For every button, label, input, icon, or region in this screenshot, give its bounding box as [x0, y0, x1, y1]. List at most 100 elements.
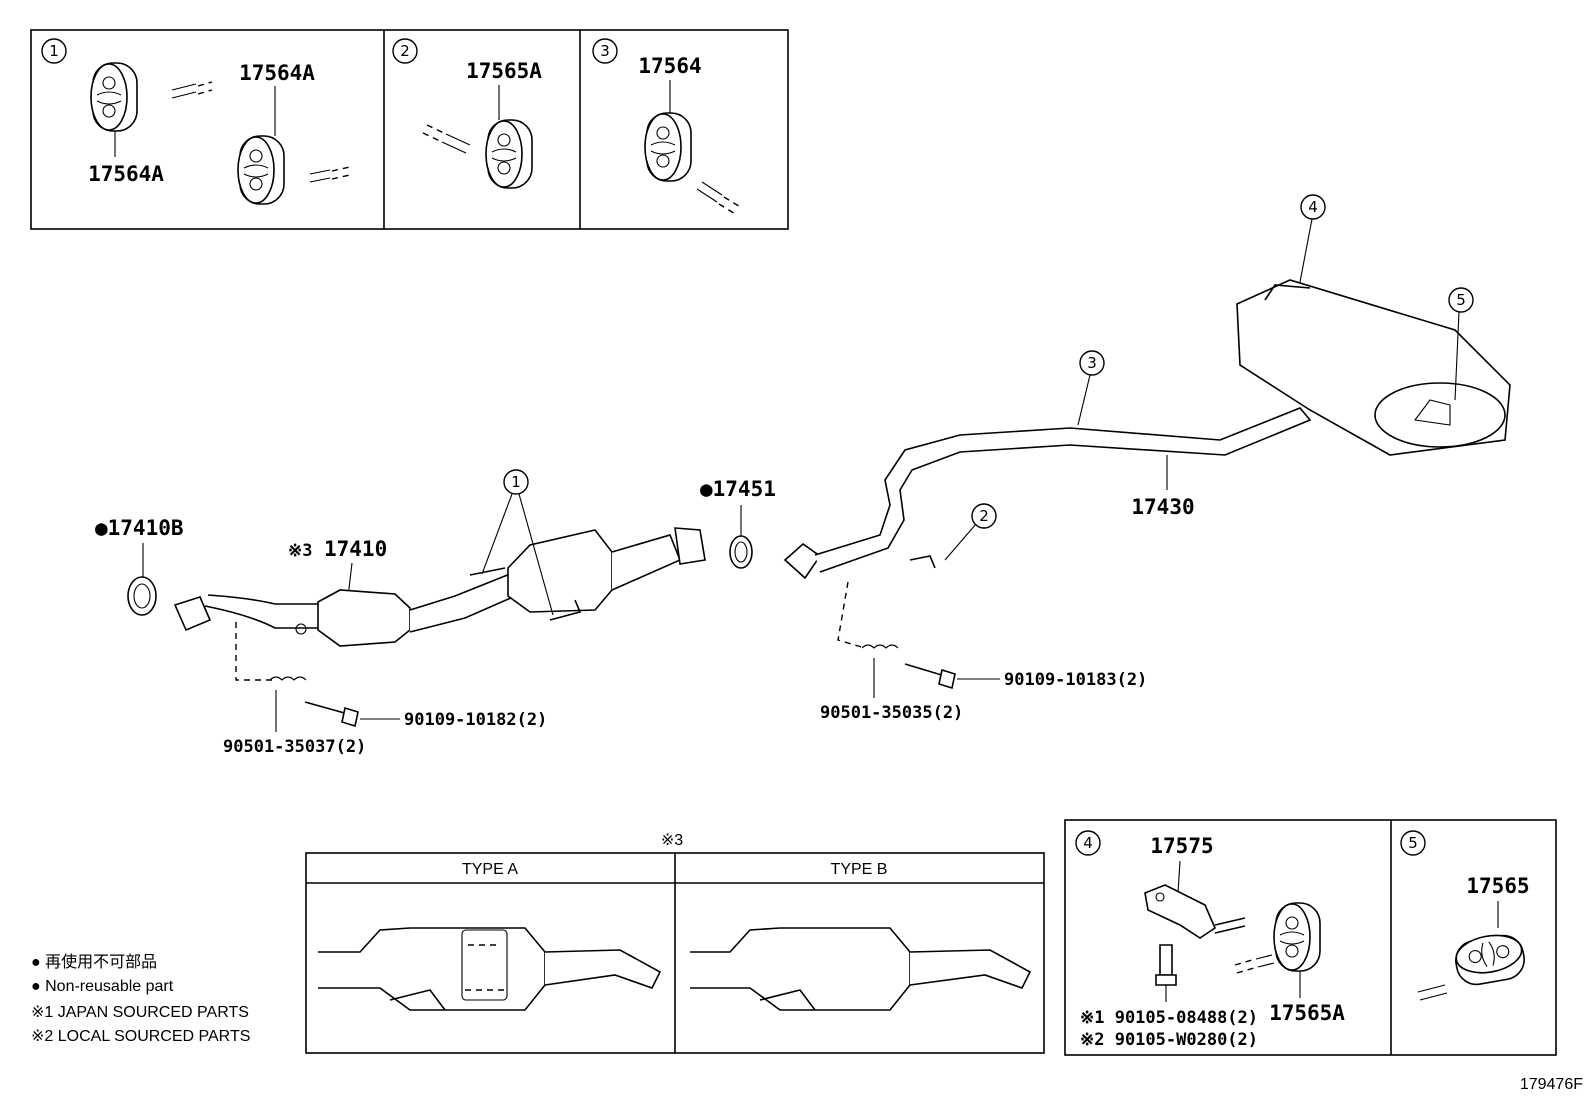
- sensor-port: [295, 623, 307, 635]
- callout-2-main-text: 2: [979, 507, 989, 525]
- pin-1a: [171, 83, 197, 99]
- leader-callout-3: [1077, 374, 1091, 426]
- bolt-front-head: [341, 706, 359, 728]
- pin-3-hidden: [718, 196, 743, 216]
- gasket-17410B: [127, 576, 157, 616]
- main-assembly: ●17410B ※3 17410 1 90501-35037(2) 90109-…: [95, 194, 1511, 757]
- flange-outlet: [674, 527, 706, 565]
- label-bolt-front: 90109-10182(2): [404, 710, 547, 730]
- bolt-rear: [904, 663, 946, 677]
- bottom-panel-group: 4 17575 17565A ※1 90105-08488(2) ※2 9010…: [1064, 819, 1557, 1056]
- bolt-rear-head: [938, 668, 956, 690]
- callout-3-panel-text: 3: [600, 42, 610, 60]
- bottom-panel-border: [1064, 819, 1557, 1056]
- pin-2: [441, 133, 471, 154]
- pin-1b-hidden: [331, 166, 351, 180]
- leader-callout-2: [944, 523, 977, 561]
- muffler-hanger: [1264, 284, 1311, 301]
- panel-4: 4 17575 17565A ※1 90105-08488(2) ※2 9010…: [1075, 830, 1345, 1050]
- type-table-mark: ※3: [661, 832, 683, 849]
- label-17564A-lower: 17564A: [88, 162, 164, 186]
- label-bolt-local: ※2 90105-W0280(2): [1080, 1030, 1258, 1050]
- insulator-17565: [1451, 929, 1529, 989]
- bolt-bracket-head: [1155, 974, 1177, 986]
- label-bolt-rear: 90109-10183(2): [1004, 670, 1147, 690]
- pin-5: [1417, 984, 1448, 1001]
- flange-rear: [783, 542, 822, 580]
- callout-5-main-text: 5: [1456, 291, 1466, 309]
- label-17410: 17410: [324, 537, 387, 561]
- callout-4-panel-text: 4: [1083, 834, 1093, 852]
- label-17451: ●17451: [700, 477, 776, 501]
- legend-line-3: ※1 JAPAN SOURCED PARTS: [31, 1004, 249, 1021]
- bolt-rear-guide: [837, 581, 866, 649]
- type-b-drawing: [690, 927, 1032, 1011]
- type-table: ※3 TYPE A TYPE B: [305, 832, 1045, 1054]
- label-17565A-bottom: 17565A: [1269, 1001, 1345, 1025]
- insulator-17565A-bottom: [1273, 902, 1321, 972]
- insulator-17564: [644, 112, 692, 182]
- legend-line-4: ※2 LOCAL SOURCED PARTS: [31, 1028, 250, 1045]
- converter-front: [317, 589, 411, 647]
- top-panel-group: 1 17564A 17564A 2 17565A 3: [30, 29, 789, 230]
- bolt-bracket: [1159, 944, 1173, 976]
- converter-rear: [507, 529, 613, 613]
- panel-1: 1 17564A 17564A: [41, 38, 351, 205]
- pin-2-hidden: [422, 124, 445, 142]
- panel-3: 3 17564: [592, 38, 743, 216]
- pin-4: [1255, 954, 1275, 968]
- legend-line-2: ● Non-reusable part: [31, 978, 174, 995]
- pin-1a-hidden: [197, 81, 213, 95]
- insulator-17565A-top: [485, 119, 533, 189]
- tailpipe-17430: [814, 407, 1312, 573]
- flange-front: [173, 596, 212, 632]
- bracket-pin: [1214, 917, 1246, 934]
- pipe-outlet: [611, 534, 682, 591]
- bracket-hole: [1155, 892, 1165, 902]
- pipe-mid-section: [409, 572, 522, 633]
- callout-1-panel-text: 1: [49, 42, 59, 60]
- type-b-header: TYPE B: [831, 861, 888, 878]
- bolt-front: [304, 701, 349, 715]
- pipe-front-section: [204, 594, 321, 629]
- callout-1-main-text: 1: [511, 473, 521, 491]
- label-spring-front: 90501-35037(2): [223, 737, 366, 757]
- gasket-17451: [729, 535, 753, 569]
- callout-3-main-text: 3: [1087, 354, 1097, 372]
- spring-rear: [861, 644, 899, 649]
- leader-17575: [1177, 860, 1181, 894]
- callout-2-panel-text: 2: [400, 42, 410, 60]
- callout-5-panel-text: 5: [1408, 834, 1418, 852]
- bracket-17575: [1144, 884, 1217, 939]
- label-17410B: ●17410B: [95, 516, 184, 540]
- label-17564A-upper: 17564A: [239, 61, 315, 85]
- leader-callout-4: [1299, 218, 1313, 283]
- label-spring-rear: 90501-35035(2): [820, 703, 963, 723]
- legend-line-1: ● 再使用不可部品: [31, 953, 157, 971]
- leader-callout-1b: [518, 493, 554, 616]
- hanger-rod-tailpipe: [909, 555, 936, 569]
- label-17565: 17565: [1466, 874, 1529, 898]
- type-a-header: TYPE A: [462, 861, 518, 878]
- muffler-tail: [1374, 382, 1506, 448]
- label-17564: 17564: [638, 54, 701, 78]
- insulator-17564A-upper: [90, 62, 138, 132]
- gasket-17451-inner: [734, 541, 748, 563]
- hanger-rod-rear: [549, 599, 582, 621]
- type-a-drawing: [318, 927, 662, 1011]
- label-17575: 17575: [1150, 834, 1213, 858]
- leader-callout-5: [1454, 311, 1460, 401]
- panel-5: 5 17565: [1400, 830, 1530, 1001]
- panel-2: 2 17565A: [392, 38, 542, 189]
- callout-4-main-text: 4: [1308, 198, 1318, 216]
- legend: ● 再使用不可部品 ● Non-reusable part ※1 JAPAN S…: [31, 953, 250, 1045]
- pin-1b: [309, 169, 331, 183]
- insulator-17564A-right: [237, 135, 285, 205]
- label-17565A-top: 17565A: [466, 59, 542, 83]
- gasket-17410B-inner: [133, 583, 151, 609]
- top-panel-border: [30, 29, 789, 230]
- spring-front: [269, 676, 307, 681]
- figure-id: 179476F: [1520, 1076, 1583, 1093]
